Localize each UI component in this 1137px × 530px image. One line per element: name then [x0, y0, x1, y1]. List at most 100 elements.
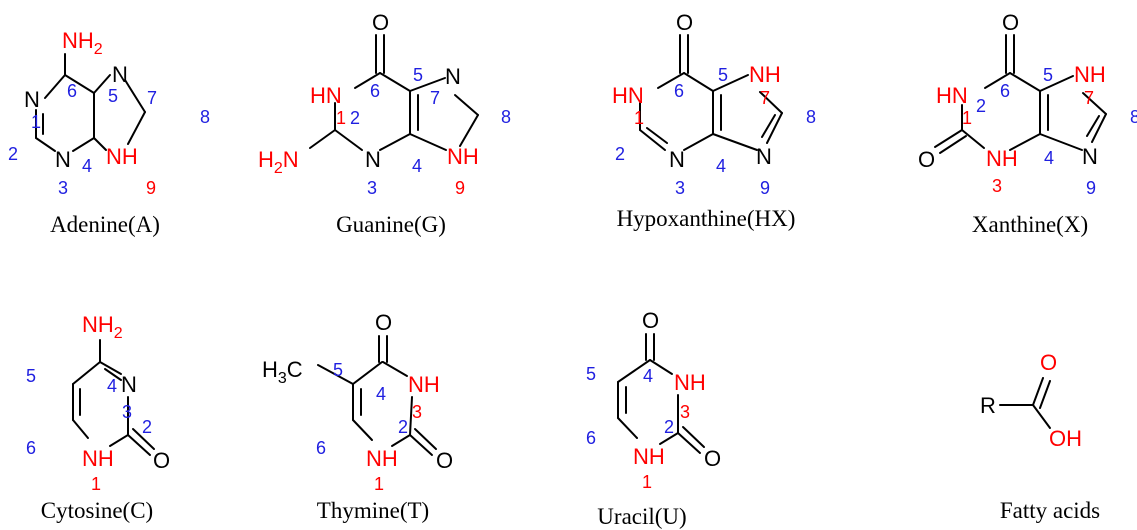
xanthine-o2-label: O — [918, 147, 935, 172]
uracil-position-5: 5 — [586, 364, 596, 384]
xanthine-nh7-label: NH — [1074, 62, 1106, 87]
xanthine-position-4: 4 — [1044, 148, 1054, 168]
fatty-acids-oh-label: OH — [1049, 426, 1082, 451]
adenine-position-7: 7 — [147, 88, 157, 108]
xanthine-hn1-label: HN — [936, 83, 968, 108]
fatty-acids-caption: Fatty acids — [1000, 498, 1100, 523]
uracil-position-3: 3 — [680, 402, 690, 422]
thymine-nh1-label: NH — [366, 446, 398, 471]
cytosine-position-3: 3 — [122, 402, 132, 422]
adenine-position-5: 5 — [108, 86, 118, 106]
hypoxanthine-position-8: 8 — [806, 107, 816, 127]
hypoxanthine-position-9: 9 — [760, 178, 770, 198]
guanine-o6-label: O — [372, 10, 389, 35]
thymine-position-6: 6 — [316, 438, 326, 458]
cytosine-position-5: 5 — [26, 366, 36, 386]
cytosine-position-4: 4 — [107, 376, 117, 396]
adenine-position-8: 8 — [200, 107, 210, 127]
thymine-o4-label: O — [375, 310, 392, 335]
guanine-n7-label: N — [445, 64, 461, 89]
hypoxanthine-caption: Hypoxanthine(HX) — [617, 206, 796, 231]
adenine-bonds — [35, 53, 146, 152]
hypoxanthine-bonds — [639, 34, 783, 151]
thymine-o2-label: O — [436, 448, 453, 473]
thymine-position-5: 5 — [333, 360, 343, 380]
adenine-nh2-label: NH2 — [62, 28, 103, 58]
molecule-fatty-acids: R O OH Fatty acids — [980, 350, 1100, 523]
hypoxanthine-position-4: 4 — [716, 156, 726, 176]
hypoxanthine-n3-label: N — [669, 147, 685, 172]
hypoxanthine-o6-label: O — [676, 10, 693, 35]
thymine-position-1: 1 — [374, 474, 384, 494]
xanthine-caption: Xanthine(X) — [972, 212, 1088, 237]
cytosine-caption: Cytosine(C) — [41, 498, 153, 523]
guanine-position-9: 9 — [455, 178, 465, 198]
guanine-position-3: 3 — [367, 178, 377, 198]
uracil-position-4: 4 — [643, 366, 653, 386]
cytosine-n3-label: N — [121, 372, 137, 397]
uracil-nh1-label: NH — [633, 444, 665, 469]
guanine-position-5: 5 — [413, 65, 423, 85]
xanthine-bonds — [934, 34, 1107, 154]
hypoxanthine-position-2: 2 — [615, 144, 625, 164]
thymine-bonds — [317, 335, 437, 456]
xanthine-position-2: 2 — [976, 96, 986, 116]
adenine-n7-label: N — [112, 62, 128, 87]
uracil-nh3-label: NH — [674, 370, 706, 395]
adenine-nh9-label: NH — [106, 144, 138, 169]
adenine-n3-label: N — [55, 147, 71, 172]
uracil-o2-label: O — [704, 446, 721, 471]
cytosine-o2-label: O — [153, 448, 170, 473]
thymine-position-2: 2 — [398, 417, 408, 437]
guanine-position-6: 6 — [370, 81, 380, 101]
guanine-position-7: 7 — [430, 88, 440, 108]
cytosine-position-6: 6 — [26, 438, 36, 458]
hypoxanthine-hn1-label: HN — [612, 83, 644, 108]
molecule-guanine: O HN H2N N N NH 1 2 3 4 5 6 7 8 9 Guanin… — [258, 10, 511, 237]
uracil-caption: Uracil(U) — [597, 504, 686, 529]
adenine-position-1: 1 — [31, 112, 41, 132]
cytosine-position-2: 2 — [142, 417, 152, 437]
guanine-position-1: 1 — [336, 108, 346, 128]
adenine-position-4: 4 — [82, 156, 92, 176]
guanine-h2n-label: H2N — [258, 147, 299, 177]
molecule-thymine: H3C O NH O NH 1 2 3 4 5 6 Thymine(T) — [262, 310, 453, 523]
guanine-position-8: 8 — [501, 107, 511, 127]
guanine-nh9-label: NH — [447, 144, 479, 169]
xanthine-position-7: 7 — [1084, 88, 1094, 108]
uracil-position-2: 2 — [664, 417, 674, 437]
xanthine-nh3-label: NH — [986, 146, 1018, 171]
hypoxanthine-position-7: 7 — [760, 88, 770, 108]
uracil-position-1: 1 — [642, 472, 652, 492]
molecule-uracil: O NH O NH 1 2 3 4 5 6 Uracil(U) — [586, 308, 721, 529]
adenine-caption: Adenine(A) — [50, 212, 160, 237]
molecule-cytosine: NH2 N O NH 1 2 3 4 5 6 Cytosine(C) — [26, 312, 170, 523]
xanthine-position-9: 9 — [1086, 178, 1096, 198]
molecule-hypoxanthine: O HN N NH N 1 2 3 4 5 6 7 8 9 Hypoxanthi… — [612, 10, 816, 231]
molecule-xanthine: O HN O NH NH N 1 2 3 4 5 6 7 8 9 Xanthin… — [918, 10, 1137, 237]
hypoxanthine-position-6: 6 — [674, 81, 684, 101]
guanine-position-4: 4 — [412, 156, 422, 176]
cytosine-position-1: 1 — [91, 474, 101, 494]
uracil-position-6: 6 — [586, 428, 596, 448]
xanthine-n9-label: N — [1082, 144, 1098, 169]
xanthine-position-1: 1 — [962, 108, 972, 128]
thymine-nh3-label: NH — [408, 372, 440, 397]
hypoxanthine-position-1: 1 — [634, 108, 644, 128]
guanine-bonds — [309, 34, 479, 151]
hypoxanthine-position-5: 5 — [718, 65, 728, 85]
cytosine-nh1-label: NH — [82, 446, 114, 471]
thymine-caption: Thymine(T) — [317, 498, 429, 523]
adenine-n1-label: N — [24, 87, 40, 112]
guanine-hn1-label: HN — [310, 83, 342, 108]
fatty-acids-bonds — [999, 377, 1051, 429]
thymine-position-4: 4 — [376, 384, 386, 404]
guanine-caption: Guanine(G) — [336, 212, 446, 237]
xanthine-position-3: 3 — [992, 176, 1002, 196]
cytosine-bonds — [72, 339, 155, 456]
thymine-position-3: 3 — [412, 402, 422, 422]
guanine-position-2: 2 — [350, 108, 360, 128]
xanthine-position-6: 6 — [1000, 81, 1010, 101]
uracil-o4-label: O — [642, 308, 659, 333]
hypoxanthine-n9-label: N — [756, 144, 772, 169]
